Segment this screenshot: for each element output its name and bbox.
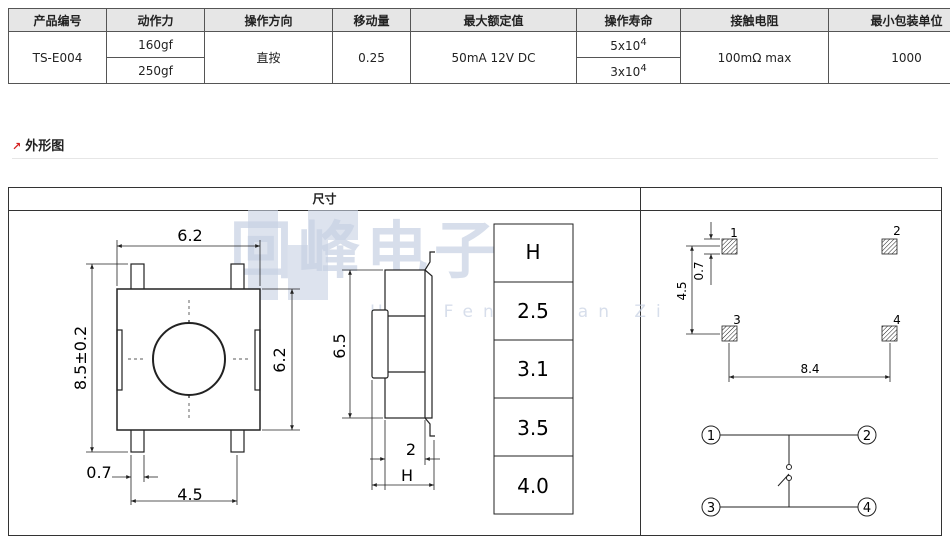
dim-height-right: 6.2	[270, 347, 289, 372]
dim-side-width: 2	[406, 440, 416, 459]
cell-travel: 0.25	[332, 31, 411, 84]
side-view-dimensions	[342, 269, 440, 490]
life-1-base: 5x10	[610, 38, 641, 53]
footprint-pin-3: 3	[733, 313, 741, 327]
watermark-text: 回峰电子	[230, 214, 503, 287]
drawing-separator	[640, 188, 641, 535]
dimension-title: 尺寸	[312, 192, 337, 206]
footprint-pitch-v: 4.5	[675, 281, 689, 300]
footprint-pin-1: 1	[730, 226, 738, 240]
h-table-header: H	[525, 240, 540, 264]
dim-pin-pitch: 4.5	[177, 485, 202, 504]
dim-pin-width: 0.7	[86, 463, 111, 482]
h-table	[493, 223, 574, 515]
drawing-panel: 尺寸	[8, 187, 942, 536]
section-title-text: 外形图	[25, 139, 65, 154]
cell-force-2: 250gf	[106, 57, 205, 84]
cell-life-2: 3x104	[576, 57, 681, 84]
schematic-node-2: 2	[863, 429, 871, 444]
spec-row: TS-E004 160gf 直按 0.25 50mA 12V DC 5x104 …	[8, 31, 950, 84]
drawing-header: 尺寸	[9, 188, 941, 211]
dim-side-height: 6.5	[330, 333, 349, 358]
spec-table: 产品编号 动作力 操作方向 移动量 最大额定值 操作寿命 接触电阻 最小包装单位…	[8, 8, 950, 84]
cell-packing: 1000	[828, 31, 950, 84]
life-1-exp: 4	[640, 36, 647, 48]
cell-part-no: TS-E004	[8, 31, 107, 84]
header-rating: 最大额定值	[410, 8, 577, 32]
header-travel: 移动量	[332, 8, 411, 32]
section-divider	[12, 158, 938, 159]
cell-resistance: 100mΩ max	[680, 31, 829, 84]
footprint-dimensions	[686, 222, 891, 382]
h-value-1: 2.5	[517, 299, 549, 323]
h-value-3: 3.5	[517, 416, 549, 440]
schematic-node-4: 4	[863, 501, 871, 516]
header-part-no: 产品编号	[8, 8, 107, 32]
spec-header-row: 产品编号 动作力 操作方向 移动量 最大额定值 操作寿命 接触电阻 最小包装单位	[8, 8, 950, 32]
header-packing: 最小包装单位	[828, 8, 950, 32]
arrow-icon: ↗	[12, 140, 22, 153]
spec-row-2: 250gf 3x104	[9, 57, 950, 84]
schematic-node-1: 1	[707, 429, 715, 444]
dim-side-h: H	[401, 466, 413, 485]
schematic-node-3: 3	[707, 501, 715, 516]
side-view	[371, 251, 435, 437]
footprint-pin-4: 4	[893, 313, 901, 327]
header-direction: 操作方向	[204, 8, 333, 32]
front-view	[116, 263, 261, 453]
h-value-4: 4.0	[517, 474, 549, 498]
cell-force-1: 160gf	[106, 31, 205, 58]
footprint-pin-2: 2	[893, 224, 901, 238]
dim-width-top: 6.2	[177, 226, 202, 245]
life-2-base: 3x10	[610, 64, 641, 79]
h-value-2: 3.1	[517, 357, 549, 381]
footprint-pitch-h: 8.4	[800, 362, 819, 376]
dim-height-left: 8.5±0.2	[71, 326, 90, 390]
cell-rating: 50mA 12V DC	[410, 31, 577, 84]
cell-direction: 直按	[204, 31, 333, 84]
front-view-dimensions	[86, 240, 300, 505]
footprint	[721, 238, 898, 342]
footprint-pad-size: 0.7	[692, 261, 706, 280]
header-resistance: 接触电阻	[680, 8, 829, 32]
life-2-exp: 4	[640, 62, 647, 74]
section-title: ↗外形图	[12, 135, 64, 154]
logo-icon	[248, 210, 358, 300]
schematic	[701, 425, 877, 517]
